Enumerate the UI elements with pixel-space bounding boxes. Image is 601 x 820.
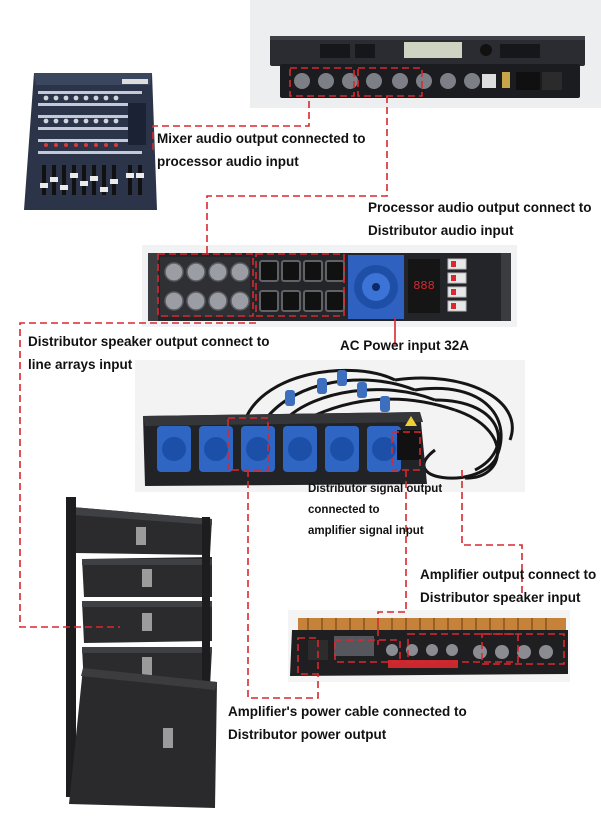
- distributor-speaker-output-highlight: [255, 253, 345, 317]
- amplifier-signal-input-highlight: [334, 639, 401, 663]
- processor-icon: [250, 0, 601, 108]
- amplifier-output-line-2: Distributor speaker input: [420, 590, 581, 605]
- distributor-panel-icon: 888: [142, 245, 517, 327]
- amplifier-output-highlight-2: [481, 633, 565, 665]
- processor-to-distributor-label: Processor audio output connect to Distri…: [368, 196, 592, 242]
- distributor-signal-output-highlight: [391, 431, 421, 471]
- amplifier-output-line-1: Amplifier output connect to: [420, 567, 597, 582]
- processor-input-highlight: [289, 67, 355, 97]
- distributor-signal-label: Distributor signal output connected to a…: [308, 479, 442, 542]
- distributor-signal-line-3: amplifier signal input: [308, 525, 424, 537]
- amplifier-power-highlight: [297, 637, 319, 675]
- mixer-to-processor-line-2: processor audio input: [157, 154, 299, 169]
- processor-to-distributor-line-2: Distributor audio input: [368, 223, 514, 238]
- distributor-audio-input-highlight: [157, 253, 254, 317]
- mixer-icon: [24, 73, 157, 210]
- ac-power-label: AC Power input 32A: [340, 338, 470, 353]
- amplifier-power-label: Amplifier's power cable connected to Dis…: [228, 700, 467, 746]
- distributor-signal-line-2: connected to: [308, 504, 380, 516]
- amplifier-power-line-1: Amplifier's power cable connected to: [228, 704, 467, 719]
- distributor-to-line-arrays-line-2: line arrays input: [28, 357, 133, 372]
- distributor-power-output-highlight: [227, 417, 269, 471]
- distributor-to-line-arrays-label: Distributor speaker output connect to li…: [28, 330, 270, 376]
- subwoofer-icon: [69, 668, 217, 808]
- distributor-signal-line-1: Distributor signal output: [308, 483, 443, 495]
- svg-text:888: 888: [413, 279, 435, 293]
- amplifier-output-highlight-1: [407, 633, 519, 663]
- amplifier-power-line-2: Distributor power output: [228, 727, 387, 742]
- mixer-to-processor-label: Mixer audio output connected to processo…: [157, 127, 366, 173]
- amplifier-output-label: Amplifier output connect to Distributor …: [420, 563, 596, 609]
- processor-to-distributor-line-1: Processor audio output connect to: [368, 200, 592, 215]
- processor-output-highlight: [357, 67, 423, 97]
- mixer-to-processor-line-1: Mixer audio output connected to: [157, 131, 366, 146]
- power-distributor-icon: [135, 360, 525, 492]
- distributor-to-line-arrays-line-1: Distributor speaker output connect to: [28, 334, 270, 349]
